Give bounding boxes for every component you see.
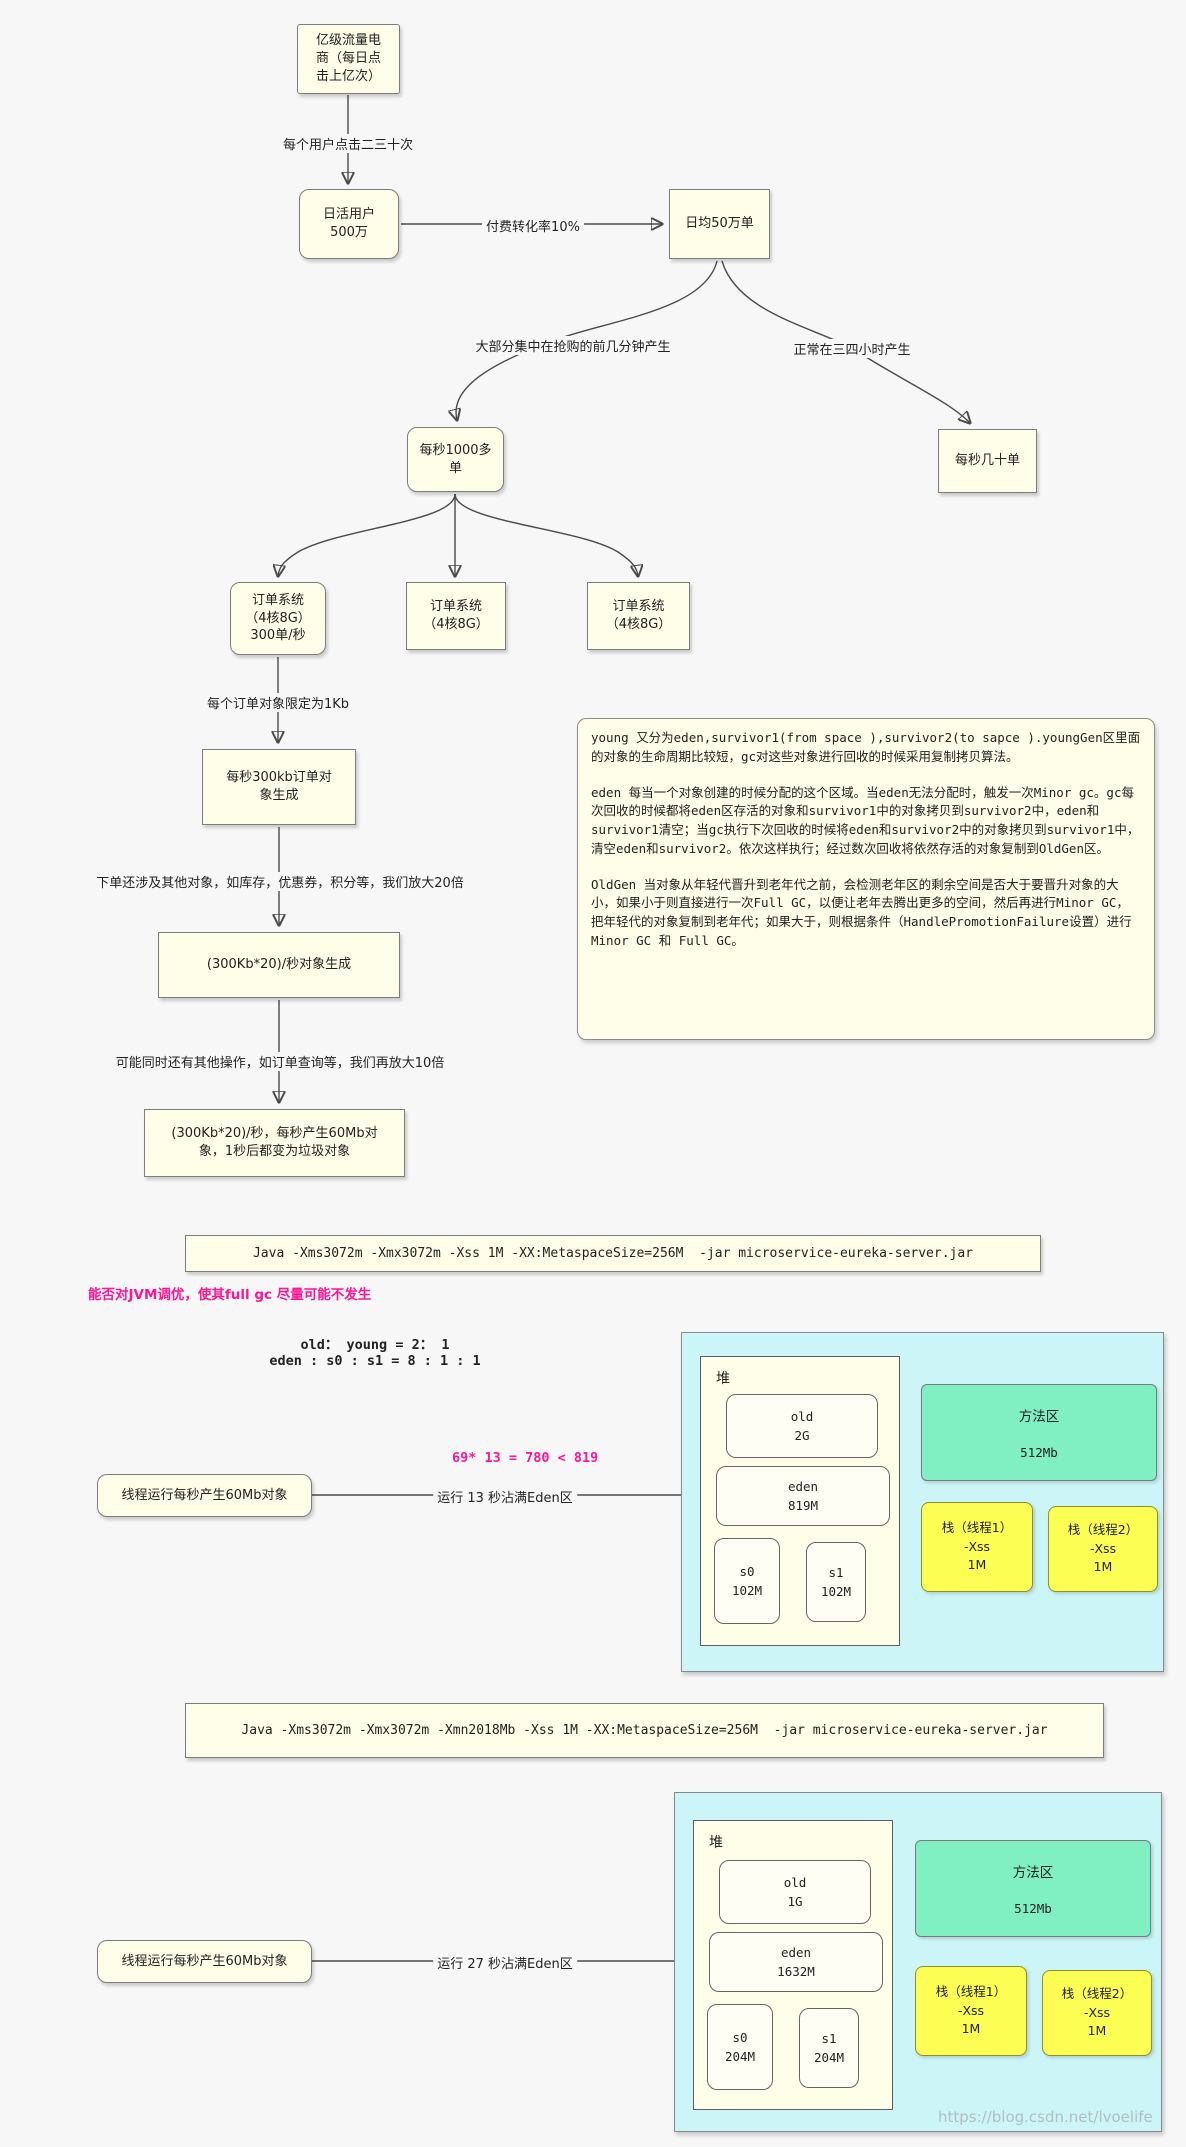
- edge-label-amplify10: 可能同时还有其他操作，如订单查询等，我们再放大10倍: [111, 1052, 449, 1071]
- tuning-question: 能否对JVM调优，使其full gc 尽量可能不发生: [88, 1287, 372, 1303]
- stack-thread1-1: 栈（线程1） -Xss 1M: [921, 1502, 1033, 1592]
- jvm-command-box-1: Java -Xms3072m -Xmx3072m -Xss 1M -XX:Met…: [185, 1235, 1041, 1272]
- node-60mb-per-sec: (300Kb*20)/秒，每秒产生60Mb对 象，1秒后都变为垃圾对象: [144, 1109, 405, 1177]
- node-daily-orders: 日均50万单: [669, 189, 770, 259]
- edge-peak-to-sys3: [454, 493, 638, 576]
- method-area-size-1: 512Mb: [1020, 1445, 1058, 1460]
- gc-note-young: young 又分为eden,survivor1(from space ),sur…: [591, 730, 1141, 764]
- node-thread-60mb-1: 线程运行每秒产生60Mb对象: [97, 1474, 312, 1517]
- edge-label-burst: 大部分集中在抢购的前几分钟产生: [471, 336, 675, 355]
- jvm-command-2: Java -Xms3072m -Xmx3072m -Xmn2018Mb -Xss…: [241, 1722, 1048, 1738]
- stack-thread2-1: 栈（线程2） -Xss 1M: [1048, 1506, 1158, 1592]
- method-area-size-2: 512Mb: [1014, 1901, 1052, 1916]
- old-gen-1: old 2G: [726, 1394, 878, 1458]
- edge-label-amplify20: 下单还涉及其他对象，如库存，优惠券，积分等，我们放大20倍: [92, 872, 468, 891]
- ratio-eden-s0-s1: eden : s0 : s1 = 8 : 1 : 1: [269, 1353, 481, 1369]
- method-area-title-2: 方法区: [1012, 1865, 1054, 1881]
- edge-label-run27: 运行 27 秒沾满Eden区: [433, 1953, 577, 1972]
- eden-2: eden 1632M: [709, 1932, 883, 1992]
- survivor1-2: s1 204M: [799, 2008, 859, 2088]
- jvm-command-box-2: Java -Xms3072m -Xmx3072m -Xmn2018Mb -Xss…: [185, 1703, 1104, 1758]
- node-300kb-x20: (300Kb*20)/秒对象生成: [158, 932, 400, 998]
- gc-note-box: young 又分为eden,survivor1(from space ),sur…: [577, 718, 1155, 1040]
- stack-thread2-2: 栈（线程2） -Xss 1M: [1042, 1970, 1152, 2056]
- edge-label-clicks: 每个用户点击二三十次: [278, 134, 418, 153]
- node-order-system-3: 订单系统 （4核8G）: [587, 582, 690, 650]
- node-traffic: 亿级流量电 商（每日点 击上亿次）: [297, 24, 400, 94]
- calc-annotation: 69* 13 = 780 < 819: [452, 1450, 599, 1466]
- stack-thread1-2: 栈（线程1） -Xss 1M: [915, 1966, 1027, 2056]
- survivor0-2: s0 204M: [707, 2004, 773, 2090]
- node-daily-active-users: 日活用户 500万: [299, 189, 399, 259]
- gc-note-eden: eden 每当一个对象创建的时候分配的这个区域。当eden无法分配时，触发一次M…: [591, 784, 1140, 856]
- edge-peak-to-sys1: [278, 493, 456, 576]
- survivor0-1: s0 102M: [714, 1538, 780, 1624]
- edge-label-run13: 运行 13 秒沾满Eden区: [433, 1487, 577, 1506]
- method-area-2: 方法区 512Mb: [915, 1840, 1151, 1937]
- node-orders-per-sec-tens: 每秒几十单: [938, 429, 1037, 493]
- node-300kb-per-sec: 每秒300kb订单对 象生成: [202, 749, 356, 825]
- node-orders-per-sec-1000: 每秒1000多 单: [407, 427, 504, 492]
- old-gen-2: old 1G: [719, 1860, 871, 1924]
- edge-label-normal: 正常在三四小时产生: [789, 339, 915, 358]
- eden-1: eden 819M: [716, 1466, 890, 1526]
- ratio-old-young: old： young = 2： 1: [300, 1337, 450, 1353]
- edge-label-conversion: 付费转化率10%: [482, 216, 584, 235]
- survivor1-1: s1 102M: [806, 1542, 866, 1622]
- node-order-system-1: 订单系统 （4核8G） 300单/秒: [230, 582, 326, 655]
- heap-label-1: 堆: [716, 1371, 730, 1387]
- gc-note-oldgen: OldGen 当对象从年轻代晋升到老年代之前，会检测老年区的剩余空间是否大于要晋…: [591, 876, 1132, 948]
- node-order-system-2: 订单系统 （4核8G）: [406, 582, 506, 650]
- jvm-command-1: Java -Xms3072m -Xmx3072m -Xss 1M -XX:Met…: [252, 1245, 974, 1261]
- node-thread-60mb-2: 线程运行每秒产生60Mb对象: [97, 1940, 312, 1983]
- edge-label-order-limit: 每个订单对象限定为1Kb: [202, 693, 354, 712]
- method-area-title-1: 方法区: [1018, 1409, 1060, 1425]
- heap-label-2: 堆: [709, 1835, 723, 1851]
- csdn-watermark: https://blog.csdn.net/lvoelife: [938, 2108, 1153, 2126]
- method-area-1: 方法区 512Mb: [921, 1384, 1157, 1481]
